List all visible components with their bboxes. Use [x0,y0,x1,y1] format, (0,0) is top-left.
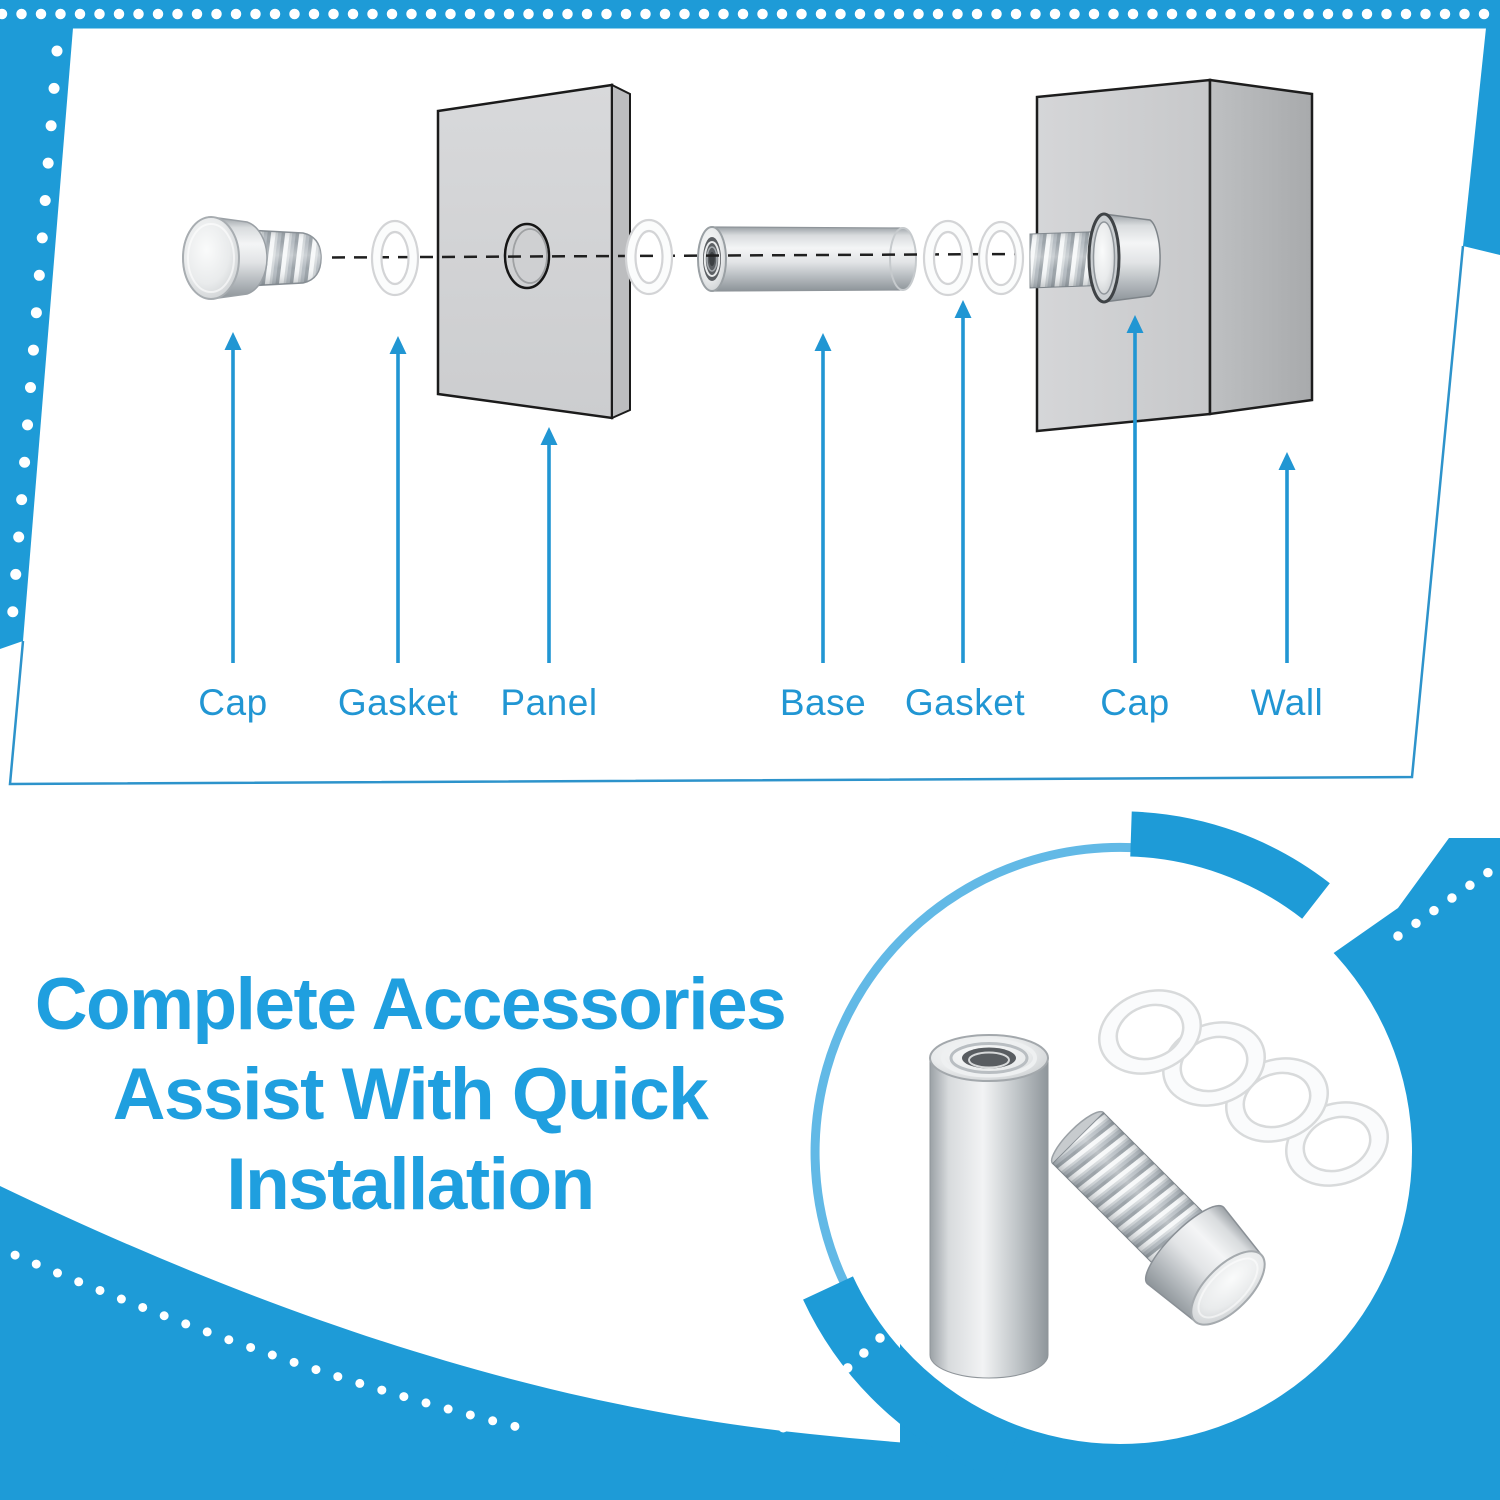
circle-thick-arc-top [1129,811,1330,919]
diagram-frame-lines [8,245,1465,786]
arrow-base [814,333,832,663]
circle-thin-arc [810,842,1174,1330]
bottom-wave-dots [0,1243,535,1435]
arrow-cap-2 [1126,315,1144,663]
gasket-1 [370,219,420,297]
border-decoration [0,0,1500,786]
product-gasket-rings [1098,989,1389,1187]
headline-line-3: Installation [226,1144,595,1225]
assembly-centerline [331,252,1019,259]
gasket-2 [624,218,674,296]
arrow-gasket-1 [389,336,407,663]
arrow-panel [540,427,558,663]
product-cap-screw [1050,1110,1266,1326]
headline-line-2: Assist With Quick [112,1054,709,1135]
headline: Complete Accessories Assist With Quick I… [28,960,792,1230]
headline-line-1: Complete Accessories [34,964,787,1045]
arrow-wall [1278,452,1296,663]
circle-thick-arc-bottom [803,1276,1020,1481]
base-barrel [697,226,917,292]
arrow-gasket-2 [954,300,972,663]
arrow-cap [224,332,242,663]
gasket-3 [922,219,974,297]
panel-slab [436,83,631,420]
gasket-4 [977,220,1025,296]
wave-edge-dots [765,1333,885,1445]
left-border-band [0,28,73,649]
top-border-bar [0,0,1500,29]
product-photos [929,989,1389,1379]
blob-edge-dots [1393,858,1500,941]
wall-cap-screw [1029,212,1161,304]
label-panel: Panel [500,682,598,723]
top-right-wedge [1463,28,1500,255]
pointer-arrows [224,300,1296,663]
exploded-diagram [182,78,1314,663]
product-barrel [929,1034,1049,1379]
label-gasket-1: Gasket [337,682,459,723]
label-wall: Wall [1250,682,1324,723]
label-cap-2: Cap [1100,682,1170,723]
label-base: Base [779,682,867,723]
bottom-wave [0,1186,1500,1500]
label-cap: Cap [198,682,268,723]
cap-screw [182,216,322,300]
label-gasket-2: Gasket [904,682,1026,723]
